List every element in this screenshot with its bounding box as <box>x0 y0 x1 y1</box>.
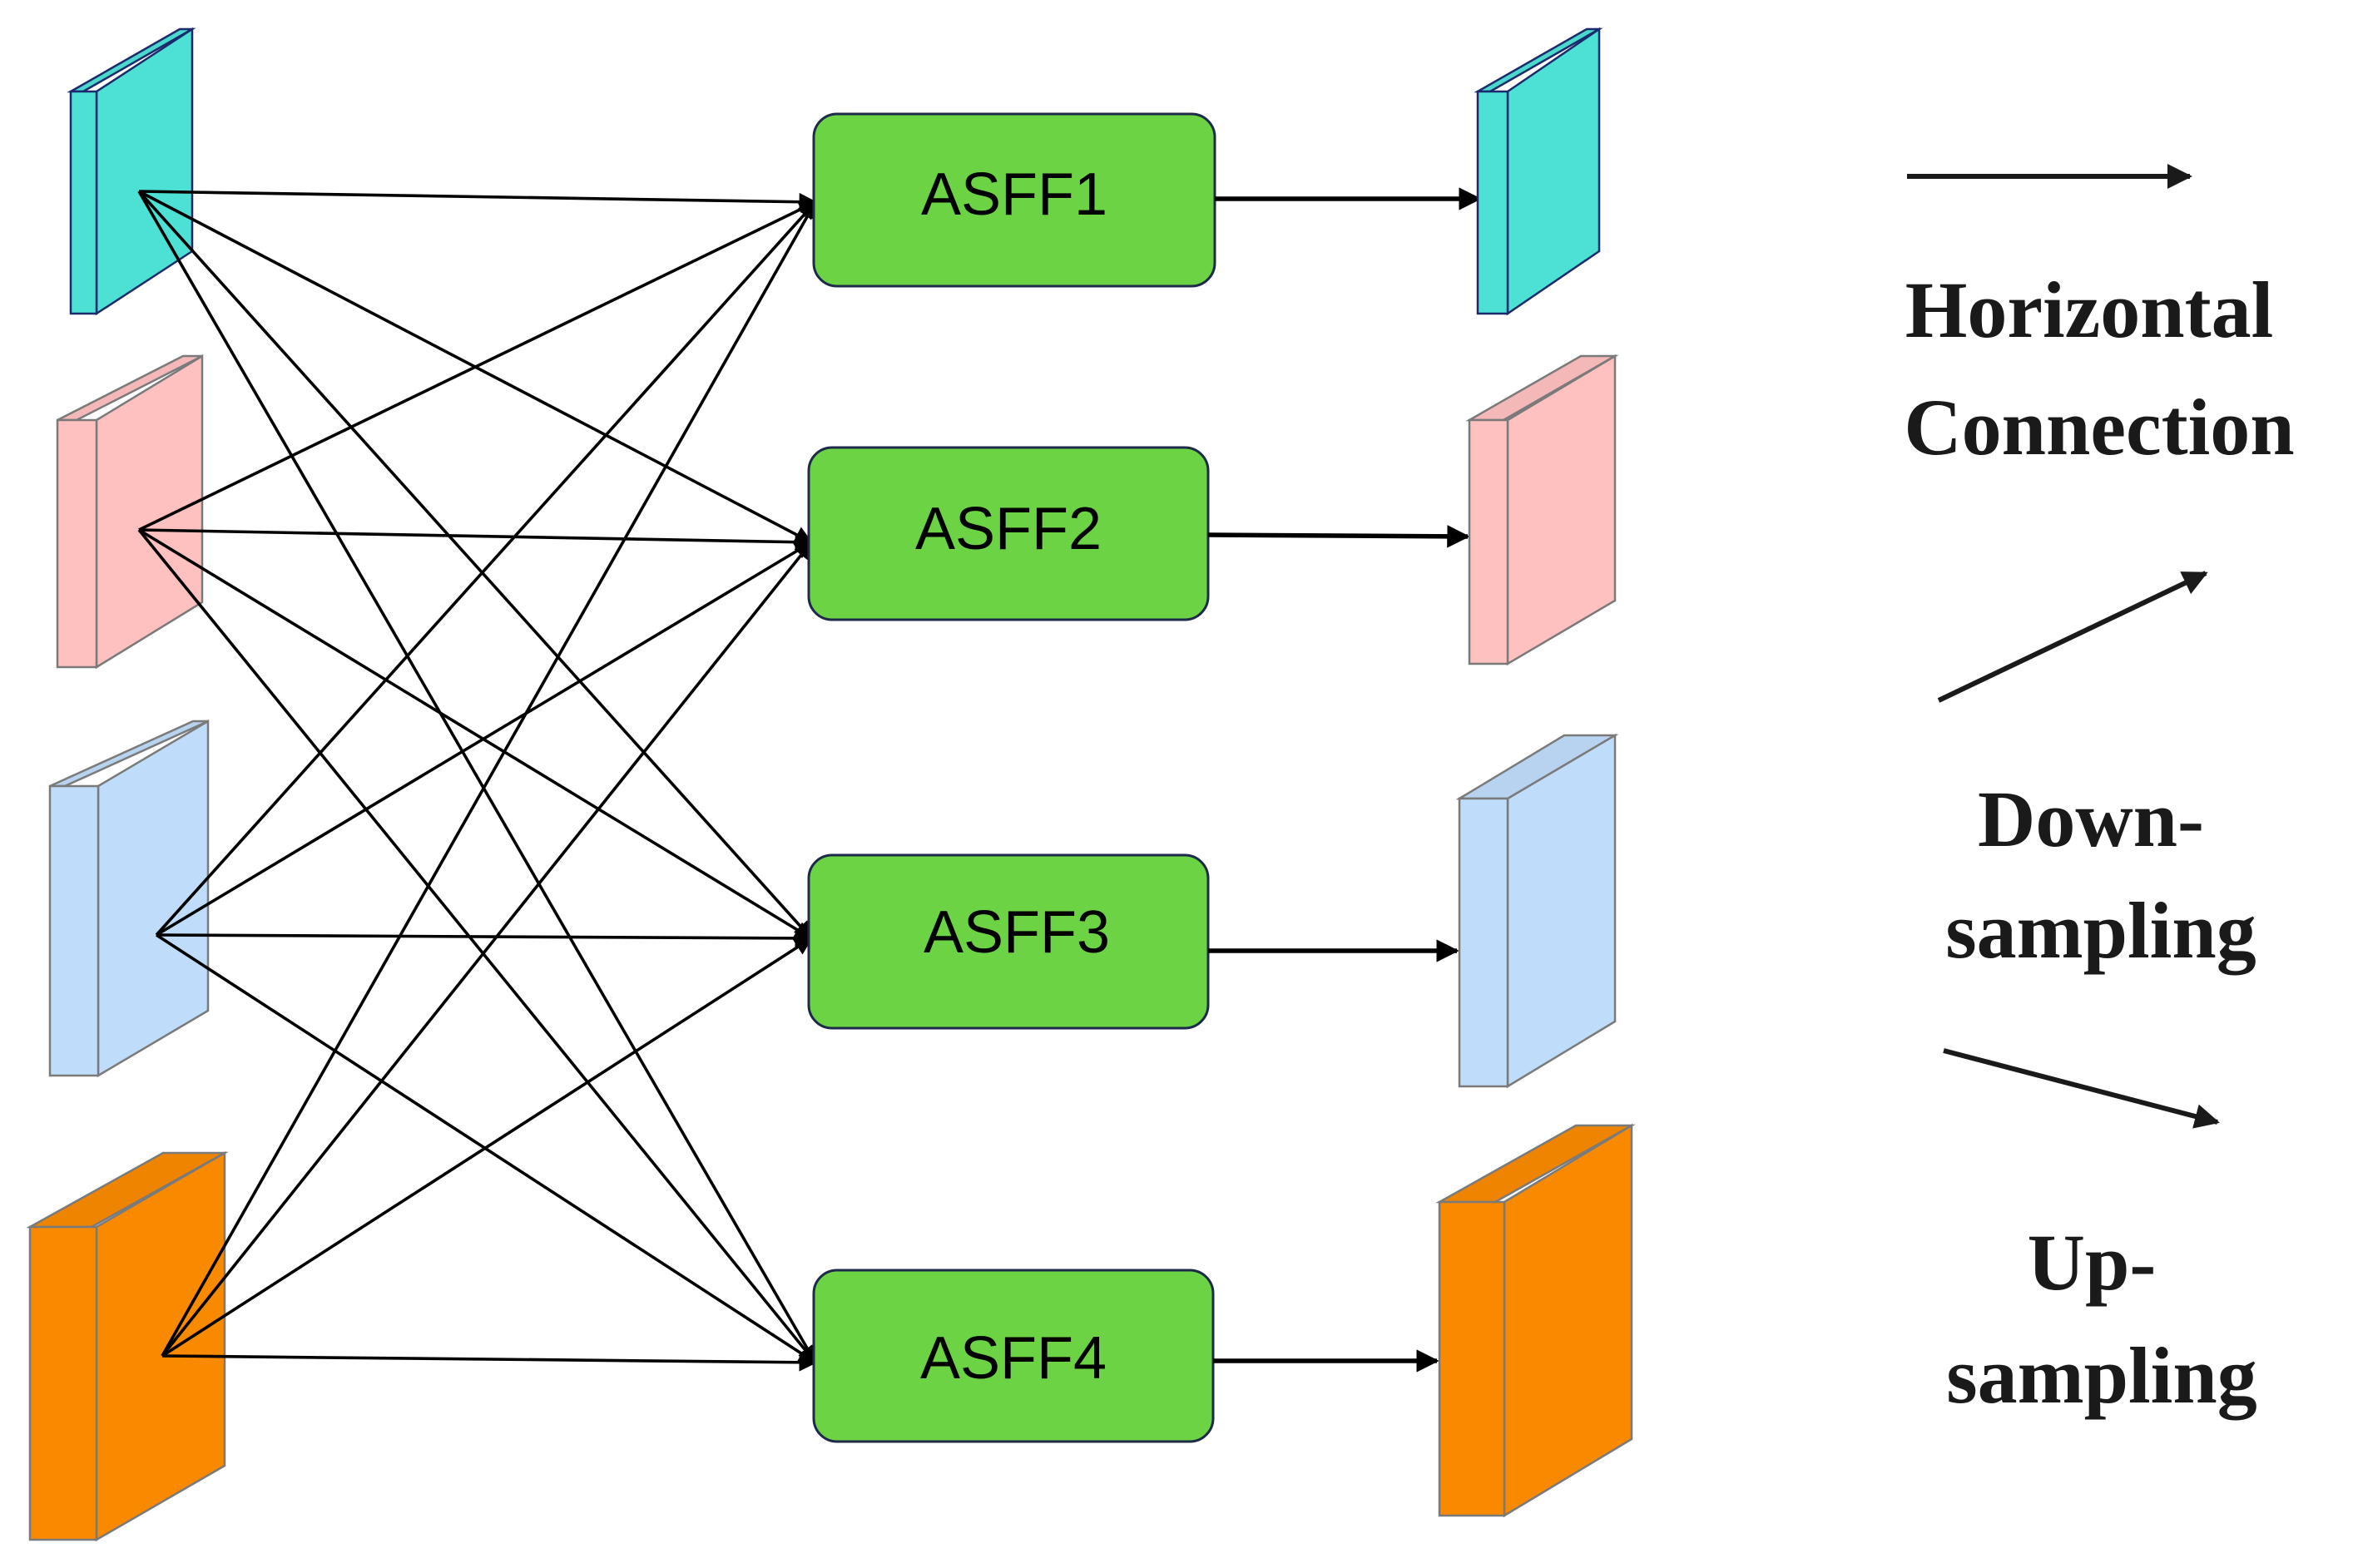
asff-label-4: ASFF4 <box>920 1325 1107 1392</box>
conn-4-3 <box>161 937 813 1358</box>
input-feature-4 <box>26 1150 229 1542</box>
legend-horizontal-line-2: Connection <box>1904 383 2294 472</box>
conn-2-1 <box>138 200 817 532</box>
legend-upsampling: Up- sampling <box>1943 1048 2257 1420</box>
conn-2-2 <box>138 528 814 552</box>
asff-label-3: ASFF3 <box>924 899 1110 966</box>
conn-4-2 <box>161 541 813 1358</box>
fusion-connections <box>137 190 818 1372</box>
output-feature-4 <box>1435 1123 1636 1518</box>
conn-2-3 <box>138 528 813 940</box>
legend-downsampling-line-2: sampling <box>1945 886 2256 975</box>
output-arrow-2 <box>1207 525 1470 548</box>
asff-module-1: ASFF1 <box>812 112 1216 288</box>
legend-horizontal-label: Horizontal Connection <box>1904 265 2294 472</box>
conn-3-1 <box>155 200 817 937</box>
legend-horizontal-line-1: Horizontal <box>1905 265 2274 354</box>
asff-module-2: ASFF2 <box>807 446 1210 621</box>
input-feature-2 <box>56 354 204 670</box>
conn-1-3 <box>137 190 813 940</box>
legend: Horizontal Connection Down- sampling Up-… <box>1904 164 2295 1420</box>
conn-1-1 <box>138 190 818 211</box>
legend-horizontal: Horizontal Connection <box>1904 164 2295 472</box>
legend-downsampling-line-1: Down- <box>1978 774 2204 863</box>
input-feature-3 <box>48 719 210 1078</box>
output-feature-3 <box>1455 733 1619 1089</box>
asff-label-1: ASFF1 <box>921 161 1107 228</box>
conn-3-3 <box>156 929 814 947</box>
conn-1-4 <box>137 190 817 1364</box>
legend-downsampling-label: Down- sampling <box>1945 774 2256 975</box>
output-feature-2 <box>1465 354 1619 666</box>
input-feature-1 <box>67 27 196 316</box>
legend-upsampling-label: Up- sampling <box>1946 1218 2256 1420</box>
conn-4-4 <box>161 1353 818 1372</box>
asff-label-2: ASFF2 <box>915 496 1102 562</box>
legend-upsampling-line-2: sampling <box>1946 1331 2256 1420</box>
conn-3-2 <box>156 541 813 937</box>
legend-downsampling: Down- sampling <box>1937 571 2256 975</box>
legend-upsampling-line-1: Up- <box>2028 1218 2157 1307</box>
asff-module-3: ASFF3 <box>807 853 1210 1030</box>
output-feature-1 <box>1474 27 1603 316</box>
legend-downsampling-arrow <box>1937 571 2208 703</box>
conn-2-4 <box>137 528 817 1364</box>
conn-4-1 <box>161 200 817 1357</box>
asff-module-4: ASFF4 <box>812 1269 1215 1443</box>
legend-upsampling-arrow <box>1943 1048 2220 1129</box>
